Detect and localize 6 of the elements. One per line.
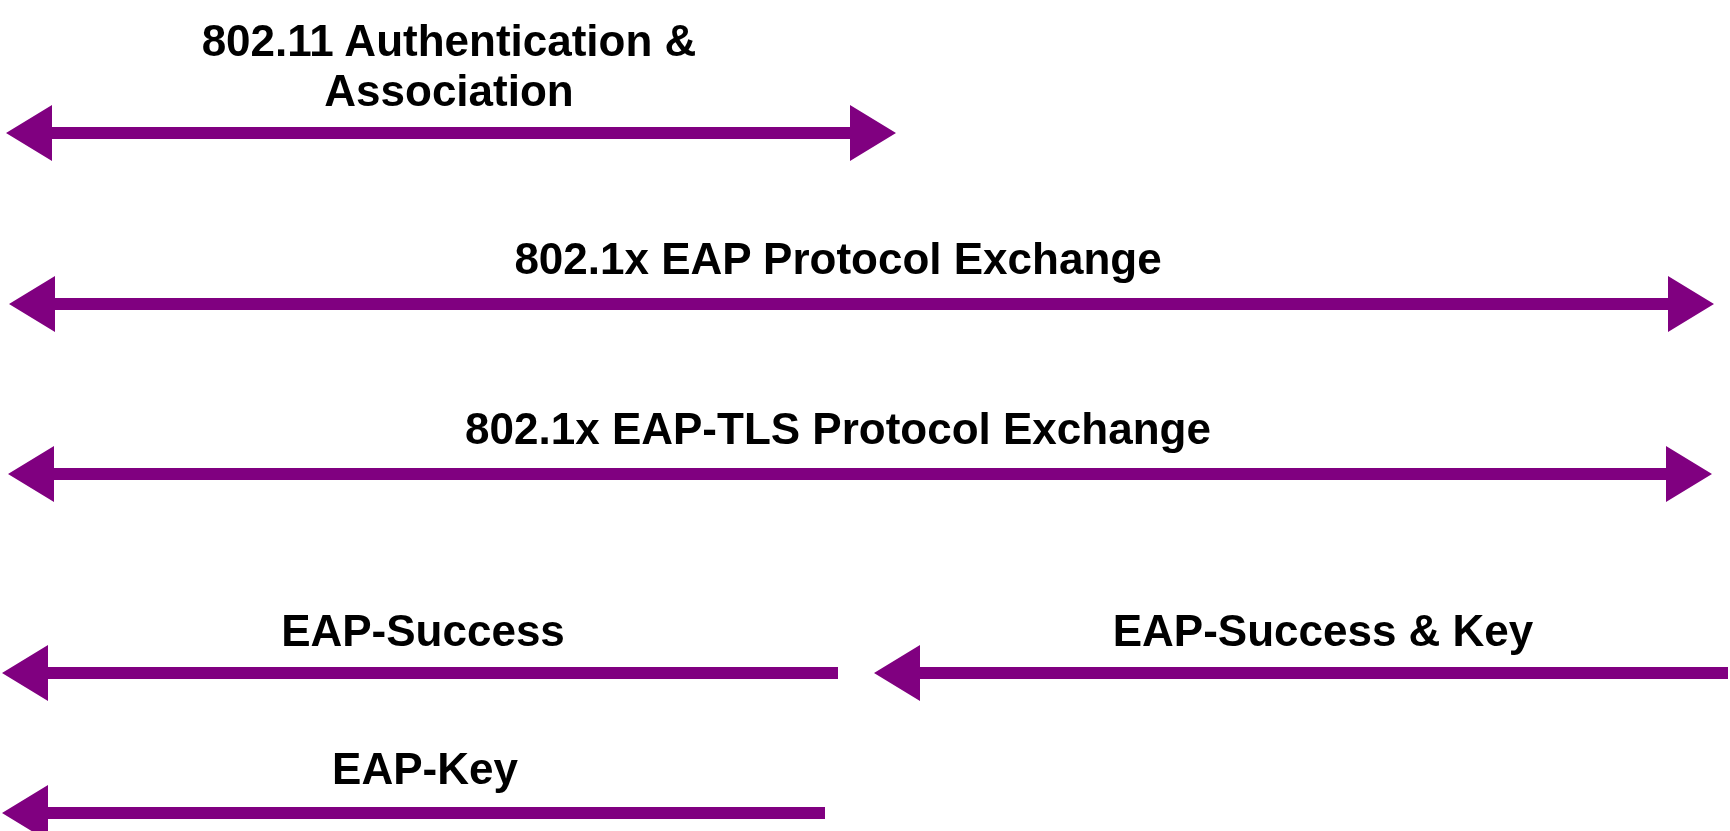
arrow-label: EAP-Key — [331, 744, 519, 794]
arrow-label: 802.11 Authentication & Association — [200, 16, 698, 116]
arrow-label: 802.1x EAP-TLS Protocol Exchange — [464, 404, 1212, 454]
arrow-label: EAP-Success — [280, 606, 566, 656]
arrow-label: EAP-Success & Key — [1111, 606, 1535, 656]
arrow-label: 802.1x EAP Protocol Exchange — [513, 234, 1163, 284]
